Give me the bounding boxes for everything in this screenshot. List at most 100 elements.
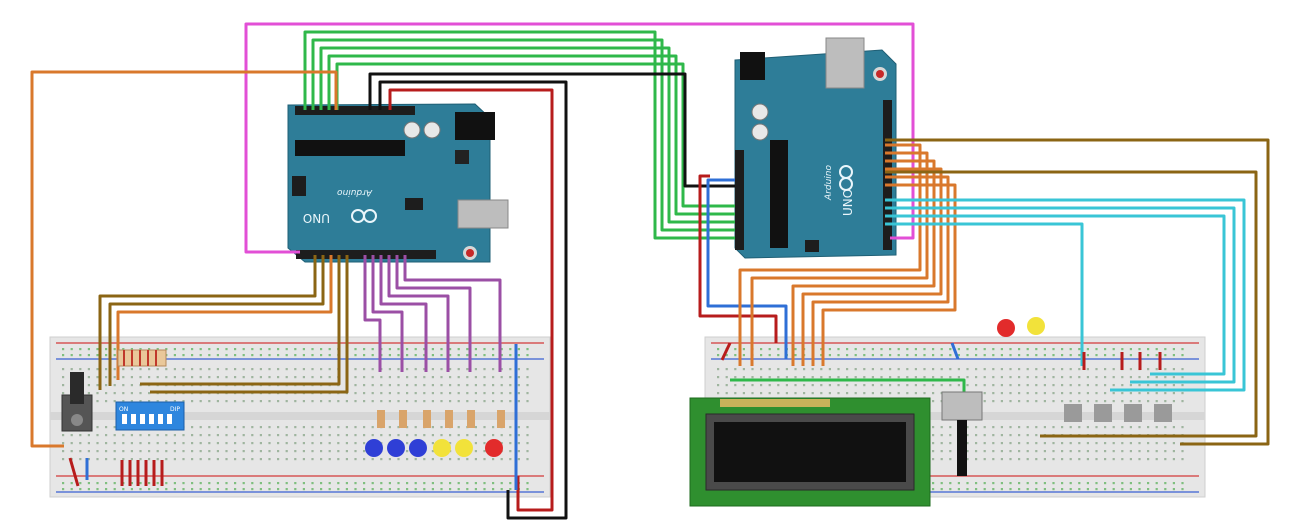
rail-hole (139, 348, 142, 351)
rail-hole (397, 354, 400, 357)
breadboard-hole (949, 434, 952, 437)
breadboard-hole (328, 442, 331, 445)
rail-hole (423, 348, 426, 351)
breadboard-hole (1121, 376, 1124, 379)
wire-black-top (368, 72, 735, 188)
breadboard-hole (251, 426, 254, 429)
rail-hole (285, 482, 288, 485)
rail-hole (191, 488, 194, 491)
breadboard-hole (1043, 368, 1046, 371)
breadboard-hole (251, 450, 254, 453)
rail-hole (225, 348, 228, 351)
breadboard-hole (457, 392, 460, 395)
breadboard-hole (509, 450, 512, 453)
rail-hole (234, 354, 237, 357)
rail-hole (363, 482, 366, 485)
breadboard-hole (794, 384, 797, 387)
breadboard-hole (216, 376, 219, 379)
rail-hole (268, 348, 271, 351)
breadboard-hole (130, 368, 133, 371)
breadboard-hole (431, 400, 434, 403)
rail-hole (768, 348, 771, 351)
breadboard-hole (1000, 368, 1003, 371)
wire-brown-5 (150, 255, 349, 394)
breadboard-hole (880, 368, 883, 371)
breadboard-hole (1069, 426, 1072, 429)
breadboard-hole (302, 400, 305, 403)
breadboard-hole (975, 458, 978, 461)
breadboard-hole (1129, 368, 1132, 371)
breadboard-hole (208, 400, 211, 403)
rail-hole (251, 488, 254, 491)
rail-hole (923, 348, 926, 351)
breadboard-hole (1009, 384, 1012, 387)
breadboard-hole (96, 368, 99, 371)
breadboard-hole (1112, 400, 1115, 403)
rail-hole (79, 488, 82, 491)
rail-hole (1086, 482, 1089, 485)
breadboard-hole (837, 376, 840, 379)
breadboard-hole (820, 376, 823, 379)
wire-cyan-3 (885, 214, 1226, 376)
rail-hole (1069, 354, 1072, 357)
rail-hole (1043, 488, 1046, 491)
breadboard-hole (526, 384, 529, 387)
rail-hole (406, 482, 409, 485)
led-blue-2 (387, 439, 405, 457)
rail-hole (259, 354, 262, 357)
rail-hole (311, 482, 314, 485)
breadboard-hole (388, 392, 391, 395)
breadboard-hole (1061, 458, 1064, 461)
breadboard-hole (923, 392, 926, 395)
breadboard-hole (1121, 400, 1124, 403)
breadboard-hole (371, 392, 374, 395)
breadboard-hole (1078, 368, 1081, 371)
breadboard-hole (474, 392, 477, 395)
breadboard-hole (234, 434, 237, 437)
breadboard-hole (388, 376, 391, 379)
breadboard-hole (1155, 426, 1158, 429)
breadboard-hole (388, 434, 391, 437)
rail-hole (820, 348, 823, 351)
breadboard-hole (242, 442, 245, 445)
rail-hole (509, 348, 512, 351)
breadboard-hole (139, 442, 142, 445)
breadboard-hole (173, 400, 176, 403)
rail-hole (1112, 348, 1115, 351)
rail-hole (1104, 354, 1107, 357)
rail-hole (983, 482, 986, 485)
rail-hole (105, 482, 108, 485)
rail-hole (492, 488, 495, 491)
rail-hole (949, 482, 952, 485)
breadboard-hole (380, 400, 383, 403)
breadboard-hole (777, 392, 780, 395)
breadboard-hole (431, 458, 434, 461)
breadboard-hole (208, 458, 211, 461)
breadboard-hole (1138, 392, 1141, 395)
rail-hole (328, 354, 331, 357)
breadboard-hole (1164, 392, 1167, 395)
rail-hole (130, 348, 133, 351)
breadboard-hole (1035, 368, 1038, 371)
breadboard-hole (397, 426, 400, 429)
breadboard-hole (294, 368, 297, 371)
rail-hole (975, 348, 978, 351)
breadboard-hole (992, 434, 995, 437)
breadboard-hole (1078, 376, 1081, 379)
rail-hole (837, 354, 840, 357)
rail-hole (328, 348, 331, 351)
breadboard-hole (440, 434, 443, 437)
breadboard-hole (122, 384, 125, 387)
rail-hole (932, 348, 935, 351)
breadboard-hole (483, 450, 486, 453)
breadboard-hole (517, 376, 520, 379)
breadboard-hole (251, 368, 254, 371)
breadboard-hole (1009, 392, 1012, 395)
breadboard-hole (122, 400, 125, 403)
breadboard-hole (251, 400, 254, 403)
rail-hole (975, 354, 978, 357)
rail-hole (734, 348, 737, 351)
rail-hole (940, 488, 943, 491)
rail-hole (1018, 354, 1021, 357)
breadboard-hole (1061, 400, 1064, 403)
